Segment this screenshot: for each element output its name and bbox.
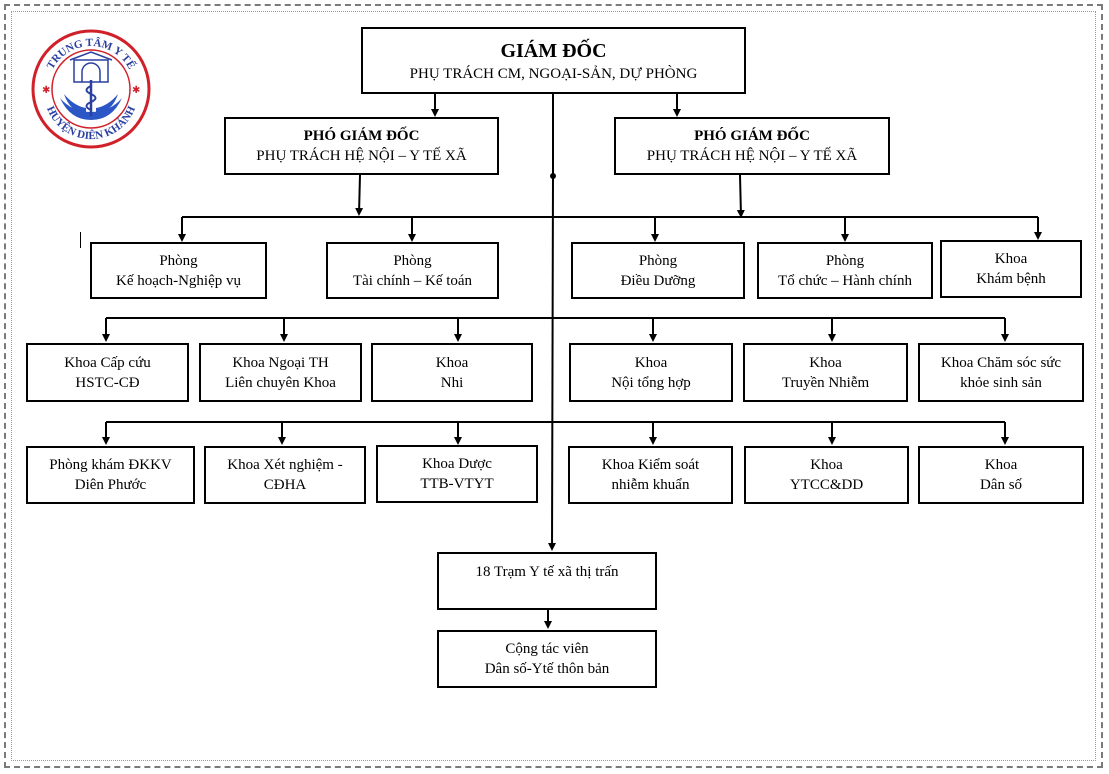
dept-box: Khoa Truyền Nhiễm — [743, 343, 908, 402]
caduceus-hands-emblem-icon: TRUNG TÂM Y TẾ HUYỆN DIÊN KHÁNH ✱ ✱ — [31, 29, 151, 149]
dept-label-2: khỏe sinh sản — [960, 374, 1042, 391]
deputy-director-box: PHÓ GIÁM ĐỐC PHỤ TRÁCH HỆ NỘI – Y TẾ XÃ — [224, 117, 499, 175]
dept-box: Khoa Nội tổng hợp — [569, 343, 733, 402]
dept-label-2: nhiễm khuẩn — [611, 477, 690, 493]
dept-box: Khoa Ngoại TH Liên chuyên Khoa — [199, 343, 362, 402]
commune-stations-box: 18 Trạm Y tế xã thị trấn — [437, 552, 657, 610]
dept-label-1: Khoa Ngoại TH — [232, 354, 329, 371]
dept-label-1: Khoa Chăm sóc sức — [940, 354, 1062, 371]
dept-label-2: Khám bệnh — [976, 271, 1046, 287]
deputy-director-box: PHÓ GIÁM ĐỐC PHỤ TRÁCH HỆ NỘI – Y TẾ XÃ — [614, 117, 890, 175]
dept-label-1: Khoa — [435, 354, 469, 371]
dept-label-1: Phòng — [638, 252, 678, 269]
dept-box: Khoa Kiểm soát nhiễm khuẩn — [568, 446, 733, 504]
deputy-subtitle: PHỤ TRÁCH HỆ NỘI – Y TẾ XÃ — [256, 148, 467, 164]
dept-label-2: Điều Dưỡng — [620, 272, 696, 289]
dept-label-2: Nội tổng hợp — [611, 374, 691, 391]
director-subtitle: PHỤ TRÁCH CM, NGOẠI-SẢN, DỰ PHÒNG — [409, 65, 698, 82]
dept-label-2: Liên chuyên Khoa — [225, 374, 336, 391]
dept-box: Khoa Cấp cứu HSTC-CĐ — [26, 343, 189, 402]
dept-box: Phòng Điều Dưỡng — [571, 242, 745, 299]
director-box: GIÁM ĐỐC PHỤ TRÁCH CM, NGOẠI-SẢN, DỰ PHÒ… — [361, 27, 746, 94]
dept-box: Khoa Nhi — [371, 343, 533, 402]
dept-label-2: CĐHA — [263, 477, 307, 493]
dept-label-2: Tổ chức – Hành chính — [778, 272, 912, 289]
dept-box: Phòng Tổ chức – Hành chính — [757, 242, 933, 299]
dept-label-2: Tài chính – Kế toán — [352, 272, 473, 289]
dept-label-1: Phòng — [159, 252, 198, 269]
dept-label-1: Phòng khám ĐKKV — [49, 457, 172, 473]
dept-label-1: Khoa — [994, 251, 1028, 267]
dept-box: Phòng Tài chính – Kế toán — [326, 242, 499, 299]
director-title: GIÁM ĐỐC — [500, 39, 607, 62]
dept-label-2: Truyền Nhiễm — [781, 374, 870, 391]
deputy-title: PHÓ GIÁM ĐỐC — [303, 128, 420, 144]
dept-label-1: Khoa Dược — [422, 456, 492, 472]
dept-label-1: Khoa Xét nghiệm - — [227, 457, 343, 473]
dept-label-1: Khoa — [984, 457, 1018, 473]
logo: TRUNG TÂM Y TẾ HUYỆN DIÊN KHÁNH ✱ ✱ — [30, 28, 152, 150]
dept-label-2: Nhi — [440, 374, 464, 391]
collaborators-box: Cộng tác viên Dân số-Ytế thôn bản — [437, 630, 657, 688]
dept-label-1: Khoa — [809, 354, 842, 371]
dept-label-2: HSTC-CĐ — [75, 374, 140, 391]
dept-label-1: Khoa Cấp cứu — [64, 354, 151, 371]
deputy-subtitle: PHỤ TRÁCH HỆ NỘI – Y TẾ XÃ — [646, 148, 858, 164]
collaborators-label-1: Cộng tác viên — [505, 641, 589, 657]
dept-box: Khoa Xét nghiệm - CĐHA — [204, 446, 366, 504]
dept-label-2: Diên Phước — [74, 477, 147, 493]
dept-box: Khoa Chăm sóc sức khỏe sinh sản — [918, 343, 1084, 402]
deputy-title: PHÓ GIÁM ĐỐC — [694, 128, 810, 144]
dept-label-1: Khoa — [634, 354, 668, 371]
dept-box: Khoa Dược TTB-VTYT — [376, 445, 538, 503]
svg-text:✱: ✱ — [132, 85, 140, 96]
dept-box: Phòng khám ĐKKV Diên Phước — [26, 446, 195, 504]
dept-label-1: Phòng — [825, 252, 865, 269]
dept-label-1: Khoa Kiểm soát — [601, 457, 700, 473]
text-cursor — [80, 232, 81, 248]
dept-box: Khoa Dân số — [918, 446, 1084, 504]
page-inner-border — [11, 11, 1096, 761]
dept-box: Khoa YTCC&DD — [744, 446, 909, 504]
dept-label-2: Dân số — [979, 477, 1023, 493]
stations-label: 18 Trạm Y tế xã thị trấn — [475, 564, 619, 580]
dept-label-2: TTB-VTYT — [420, 476, 494, 492]
dept-label-2: YTCC&DD — [789, 477, 864, 493]
svg-text:✱: ✱ — [42, 85, 50, 96]
page-border — [4, 4, 1103, 768]
dept-box: Khoa Khám bệnh — [940, 240, 1082, 298]
dept-label-2: Kế hoạch-Nghiệp vụ — [116, 272, 241, 289]
dept-box: Phòng Kế hoạch-Nghiệp vụ — [90, 242, 267, 299]
dept-label-1: Phòng — [393, 252, 432, 269]
dept-label-1: Khoa — [810, 457, 843, 473]
collaborators-label-2: Dân số-Ytế thôn bản — [484, 661, 610, 677]
